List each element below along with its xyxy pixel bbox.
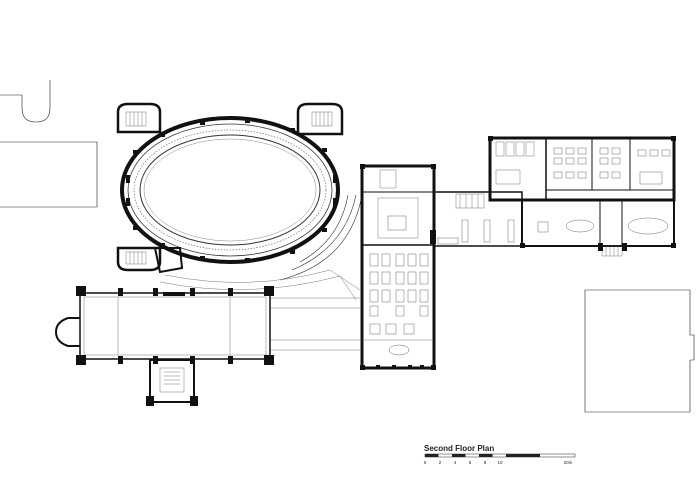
stair-tower-nw: [116, 102, 162, 134]
scale-tick-10: 10: [497, 460, 503, 465]
scale-tick-2: 2: [439, 460, 442, 465]
chapel-hall: [54, 286, 360, 406]
neighbour-building-outline-right: [584, 289, 695, 413]
stair-tower-s: [153, 247, 184, 274]
scale-tick-0: 0: [424, 460, 427, 465]
scale-tick-20m: 20m: [564, 460, 573, 465]
scale-bar: 0 2 4 6 8 10 20m: [424, 453, 576, 465]
neighbour-building-outline-left: [0, 80, 98, 208]
scale-tick-8: 8: [484, 460, 487, 465]
right-wing: [488, 136, 676, 257]
stair-tower-ne: [296, 102, 344, 136]
scale-tick-6: 6: [469, 460, 472, 465]
drawing-title: Second Floor Plan: [424, 444, 494, 453]
stair-tower-sw: [116, 246, 162, 272]
oval-auditorium: [116, 102, 344, 274]
curved-ramp: [159, 194, 363, 301]
scale-tick-4: 4: [454, 460, 457, 465]
link-corridor: [433, 191, 523, 247]
central-block: [360, 164, 436, 370]
